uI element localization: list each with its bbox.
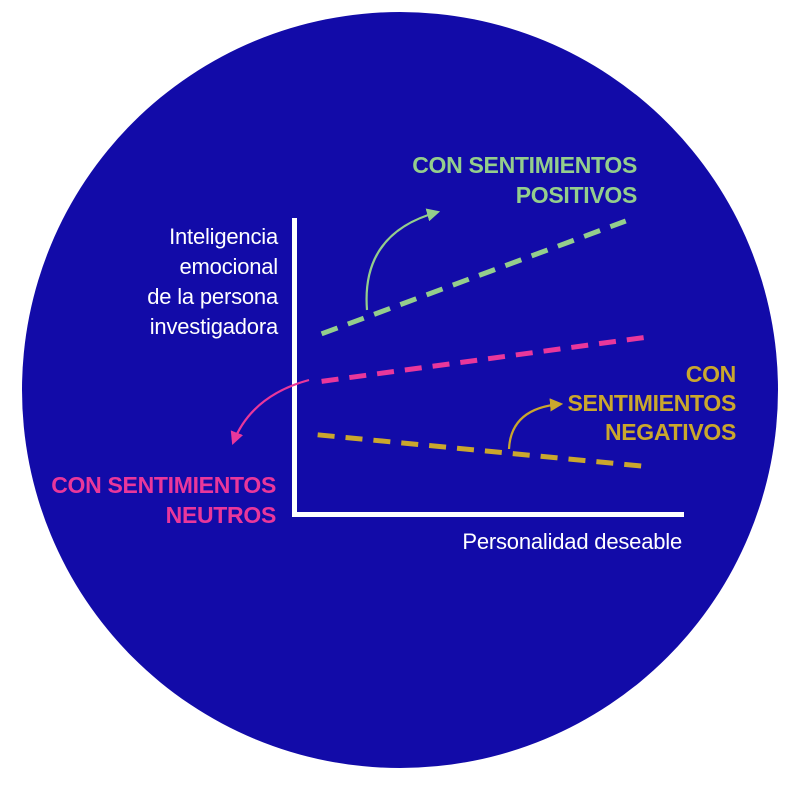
- y-axis-label: Inteligencia emocional de la persona inv…: [147, 222, 278, 342]
- positive-series-label: CON SENTIMIENTOS POSITIVOS: [412, 150, 637, 210]
- negative-series-label-line: NEGATIVOS: [604, 419, 736, 445]
- positive-arrow-icon: [365, 208, 441, 311]
- y-axis-label-line: de la persona: [147, 284, 278, 309]
- neutral-series-label-line: CON SENTIMIENTOS: [51, 472, 276, 498]
- neutral-series-label: CON SENTIMIENTOS NEUTROS: [51, 470, 276, 530]
- neutral-arrow-icon: [230, 378, 310, 446]
- series-line-positivos: [320, 218, 627, 337]
- negative-series-label-line: SENTIMIENTOS: [567, 390, 737, 416]
- neutral-series-label-line: NEUTROS: [165, 502, 277, 528]
- y-axis-label-line: emocional: [179, 254, 279, 279]
- background-circle: [22, 12, 778, 768]
- negative-series-label-line: CON: [685, 361, 737, 387]
- positive-series-label-line: CON SENTIMIENTOS: [412, 152, 637, 178]
- negative-series-label: CON SENTIMIENTOS NEGATIVOS: [568, 360, 737, 447]
- y-axis-label-line: Inteligencia: [169, 224, 278, 249]
- positive-series-label-line: POSITIVOS: [515, 182, 638, 208]
- x-axis-label: Personalidad deseable: [462, 529, 682, 554]
- negative-arrow-icon: [507, 398, 564, 450]
- y-axis-label-line: investigadora: [149, 314, 278, 339]
